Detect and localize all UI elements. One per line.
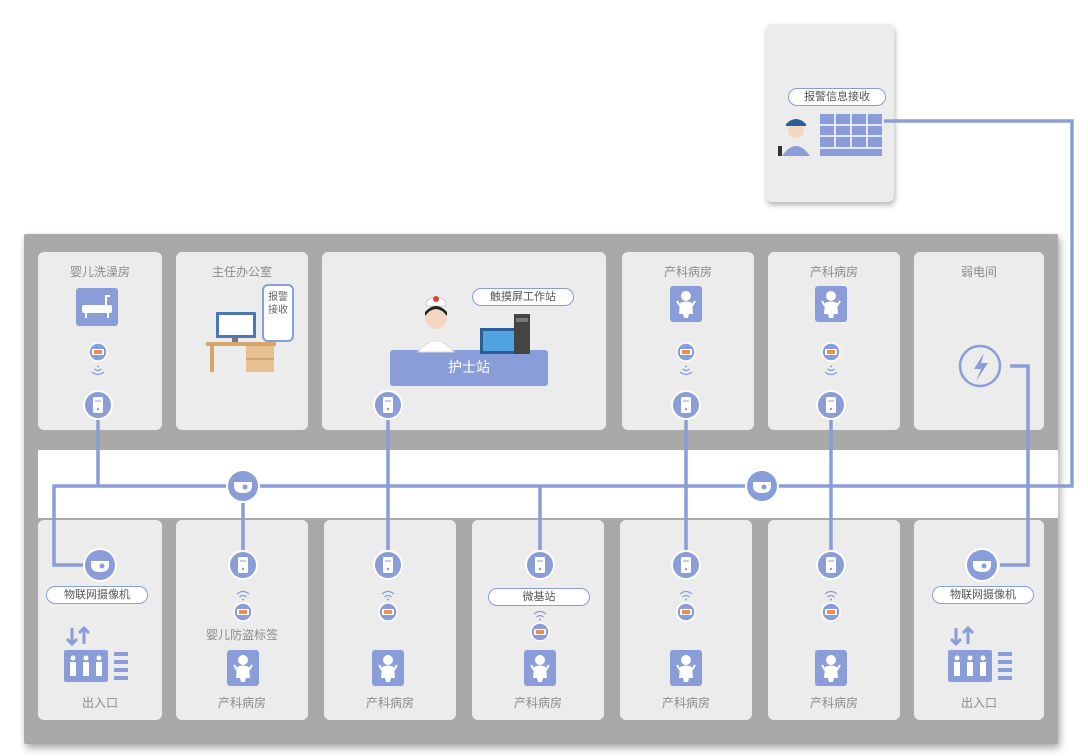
corridor — [38, 450, 1058, 518]
alarm-receiver-phone: 报警 接收 — [262, 284, 294, 342]
room-ward-b4 — [620, 520, 752, 720]
iot-camera-label-right: 物联网摄像机 — [932, 586, 1034, 604]
room-label-entrance-right: 出入口 — [960, 696, 997, 710]
room-ward-b2 — [324, 520, 456, 720]
touchscreen-workstation-label: 触摸屏工作站 — [472, 288, 574, 306]
room-label-ward-2: 产科病房 — [809, 265, 858, 279]
baby-tag-label: 婴儿防盗标签 — [205, 628, 278, 642]
room-entrance-left — [38, 520, 162, 720]
room-label-weak-current: 弱电间 — [960, 265, 997, 279]
room-label-ward-b2: 产科病房 — [365, 696, 414, 710]
room-entrance-right — [914, 520, 1044, 720]
room-ward-b1 — [176, 520, 308, 720]
room-label-ward-b3: 产科病房 — [513, 696, 562, 710]
room-label-office: 主任办公室 — [211, 265, 272, 279]
room-label-bath: 婴儿洗澡房 — [69, 265, 130, 279]
room-ward-b5 — [768, 520, 900, 720]
room-label-ward-b1: 产科病房 — [217, 696, 266, 710]
room-ward-b3 — [472, 520, 604, 720]
alarm-center-label: 报警信息接收 — [788, 88, 886, 106]
phone-text-line2: 接收 — [268, 305, 288, 316]
room-label-entrance-left: 出入口 — [81, 696, 118, 710]
nurse-station-desk: 护士站 — [390, 350, 548, 386]
micro-station-label: 微基站 — [488, 588, 590, 606]
room-label-ward-1: 产科病房 — [663, 265, 712, 279]
room-label-ward-b4: 产科病房 — [661, 696, 710, 710]
iot-camera-label-left: 物联网摄像机 — [46, 586, 148, 604]
alarm-center-panel — [766, 24, 894, 202]
phone-text-line1: 报警 — [268, 292, 288, 303]
nurse-station-label: 护士站 — [448, 360, 490, 376]
room-label-ward-b5: 产科病房 — [809, 696, 858, 710]
room-nurse-station — [322, 252, 606, 430]
